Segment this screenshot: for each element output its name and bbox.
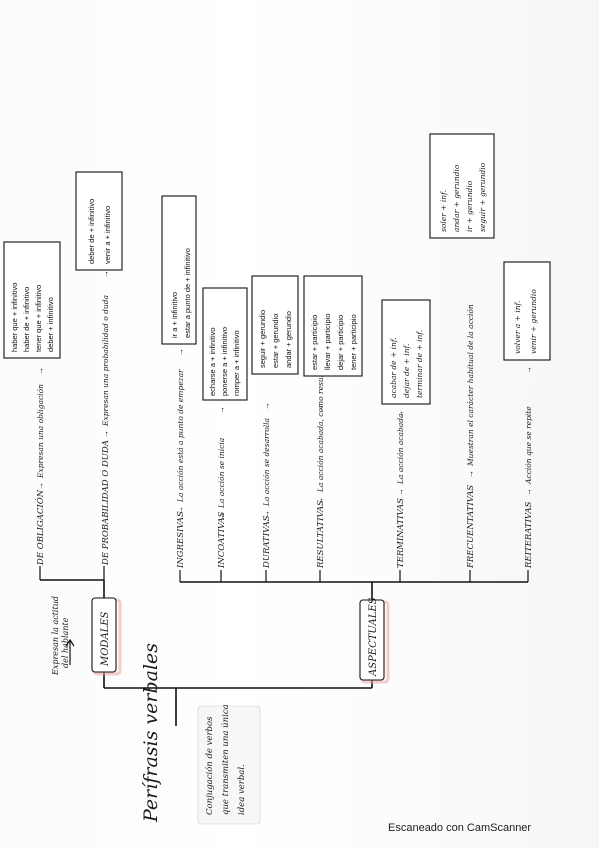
example-1: echarse a + infinitivo — [208, 327, 217, 396]
svg-text:→: → — [176, 348, 185, 356]
examples-box — [251, 275, 299, 375]
branch-desc: Expresan una obligación — [36, 384, 45, 479]
example-1: estar + participio — [310, 315, 319, 370]
modales-note-line-1: Expresan la actitud — [51, 596, 60, 676]
svg-text:→: → — [36, 482, 45, 490]
branch-name: INCOATIVAS — [217, 511, 227, 569]
branch-desc: La acción acabada, como resultado — [316, 358, 325, 493]
definition-line-3: idea verbal. — [237, 764, 247, 815]
branch-de-probabilidad: DE PROBABILIDAD O DUDA → Expresan una pr… — [75, 171, 123, 566]
modales-label: MODALES — [100, 611, 111, 667]
example-2: estar a punto de + infinitivo — [183, 248, 192, 338]
branch-name: RESULTATIVAS — [316, 500, 326, 569]
examples-box — [161, 195, 197, 345]
branch-desc: La acción se desarrolla — [262, 418, 271, 507]
svg-text:→: → — [262, 402, 271, 410]
example-2: llevar + participio — [323, 314, 332, 370]
branch-desc: La acción está a punto de empezar — [176, 369, 185, 503]
branch-name: TERMINATIVAS — [396, 498, 406, 568]
example-4: tener + participio — [349, 314, 358, 370]
svg-text:→: → — [36, 367, 45, 375]
example-2: venir + gerundio — [529, 289, 538, 354]
svg-text:→: → — [316, 497, 325, 505]
aspectuales-label: ASPECTUALES — [368, 597, 379, 677]
svg-text:→: → — [396, 488, 405, 496]
example-4: deber + infinitivo — [46, 297, 55, 352]
modales-note-line-2: del hablante — [61, 617, 70, 668]
branch-desc: Muestran el carácter habitual de la acci… — [466, 304, 475, 467]
example-3: romper a + infinitivo — [232, 330, 241, 396]
example-3: tener que + infinitivo — [34, 285, 43, 352]
branch-ingresivas: INGRESIVAS → La acción está a punto de e… — [161, 195, 197, 569]
svg-text:→: → — [176, 506, 185, 514]
svg-text:→: → — [101, 430, 110, 438]
examples-box — [202, 287, 248, 401]
example-1: acabar de + inf. — [389, 337, 398, 398]
branch-de-obligacion: DE OBLIGACIÓN → Expresan una obligación … — [3, 241, 61, 566]
branch-durativas: DURATIVAS → La acción se desarrolla → se… — [251, 275, 299, 569]
examples-box — [75, 171, 123, 271]
branch-terminativas: TERMINATIVAS → La acción acabada → acaba… — [381, 299, 431, 568]
example-3: terminar de + inf. — [415, 330, 424, 398]
branch-name: INGRESIVAS — [176, 511, 186, 569]
modales-category: MODALES Expresan la actitud del hablante — [51, 596, 122, 676]
example-1: haber que + infinitivo — [10, 283, 19, 352]
svg-text:→: → — [217, 512, 226, 520]
svg-text:→: → — [524, 366, 533, 374]
definition-line-2: que transmiten una única — [220, 704, 231, 815]
example-2: haber de + infinitivo — [22, 287, 31, 352]
examples-box — [381, 299, 431, 405]
example-3: ir + gerundio — [465, 180, 474, 232]
example-2: andar + gerundio — [452, 164, 461, 232]
svg-text:→: → — [101, 270, 110, 278]
branch-name: REITERATIVAS — [524, 501, 534, 569]
branch-resultativas: RESULTATIVAS → La acción acabada, como r… — [303, 275, 363, 569]
svg-text:→: → — [466, 470, 475, 478]
example-2: ponerse a + infinitivo — [220, 327, 229, 396]
root-title: Perífrasis verbales Conjugación de verbo… — [140, 643, 261, 825]
aspectuales-category: ASPECTUALES — [359, 597, 390, 684]
svg-text:→: → — [316, 404, 325, 412]
branch-desc: La acción acabada — [396, 413, 405, 485]
branch-name: FRECUENTATIVAS — [466, 485, 476, 569]
branch-desc: Acción que se repite — [524, 406, 533, 485]
examples-box — [3, 241, 61, 359]
branch-name: DE OBLIGACIÓN — [34, 489, 46, 566]
scanner-watermark: Escaneado con CamScanner — [388, 822, 532, 834]
example-1: soler + inf. — [439, 190, 448, 232]
definition-box — [197, 705, 261, 825]
branch-name: DURATIVAS — [262, 515, 272, 569]
examples-box — [429, 133, 495, 239]
branch-desc: La acción se inicia — [217, 438, 226, 509]
example-1: deber de + infinitivo — [87, 199, 96, 264]
definition-line-1: Conjugación de verbos — [204, 716, 215, 815]
example-1: seguir + gerundio — [258, 310, 267, 368]
svg-text:→: → — [262, 510, 271, 518]
example-3: andar + gerundio — [284, 311, 293, 368]
modales-box — [91, 597, 117, 673]
example-2: venir a + infinitivo — [103, 206, 112, 264]
svg-text:→: → — [217, 406, 226, 414]
aspectuales-box — [359, 599, 385, 681]
examples-box — [503, 261, 551, 361]
svg-text:→: → — [396, 410, 405, 418]
branch-desc: Expresan una probabilidad o duda — [101, 295, 110, 427]
examples-box — [303, 275, 363, 377]
branch-incoativas: INCOATIVAS → La acción se inicia → echar… — [202, 287, 248, 569]
svg-text:→: → — [524, 488, 533, 496]
connector-lines — [39, 566, 529, 726]
title-text: Perífrasis verbales — [140, 643, 162, 823]
example-2: dejar de + inf. — [402, 344, 411, 398]
branch-reiterativas: REITERATIVAS → Acción que se repite → vo… — [503, 261, 551, 569]
example-1: ir a + infinitivo — [170, 292, 179, 338]
example-4: seguir + gerundio — [478, 162, 487, 232]
example-1: volver a + inf. — [513, 301, 522, 354]
example-2: estar + gerundio — [271, 314, 280, 368]
branch-frecuentativas: FRECUENTATIVAS → Muestran el carácter ha… — [429, 133, 495, 569]
branch-name: DE PROBABILIDAD O DUDA — [101, 440, 111, 566]
example-3: dejar + participio — [336, 315, 345, 370]
